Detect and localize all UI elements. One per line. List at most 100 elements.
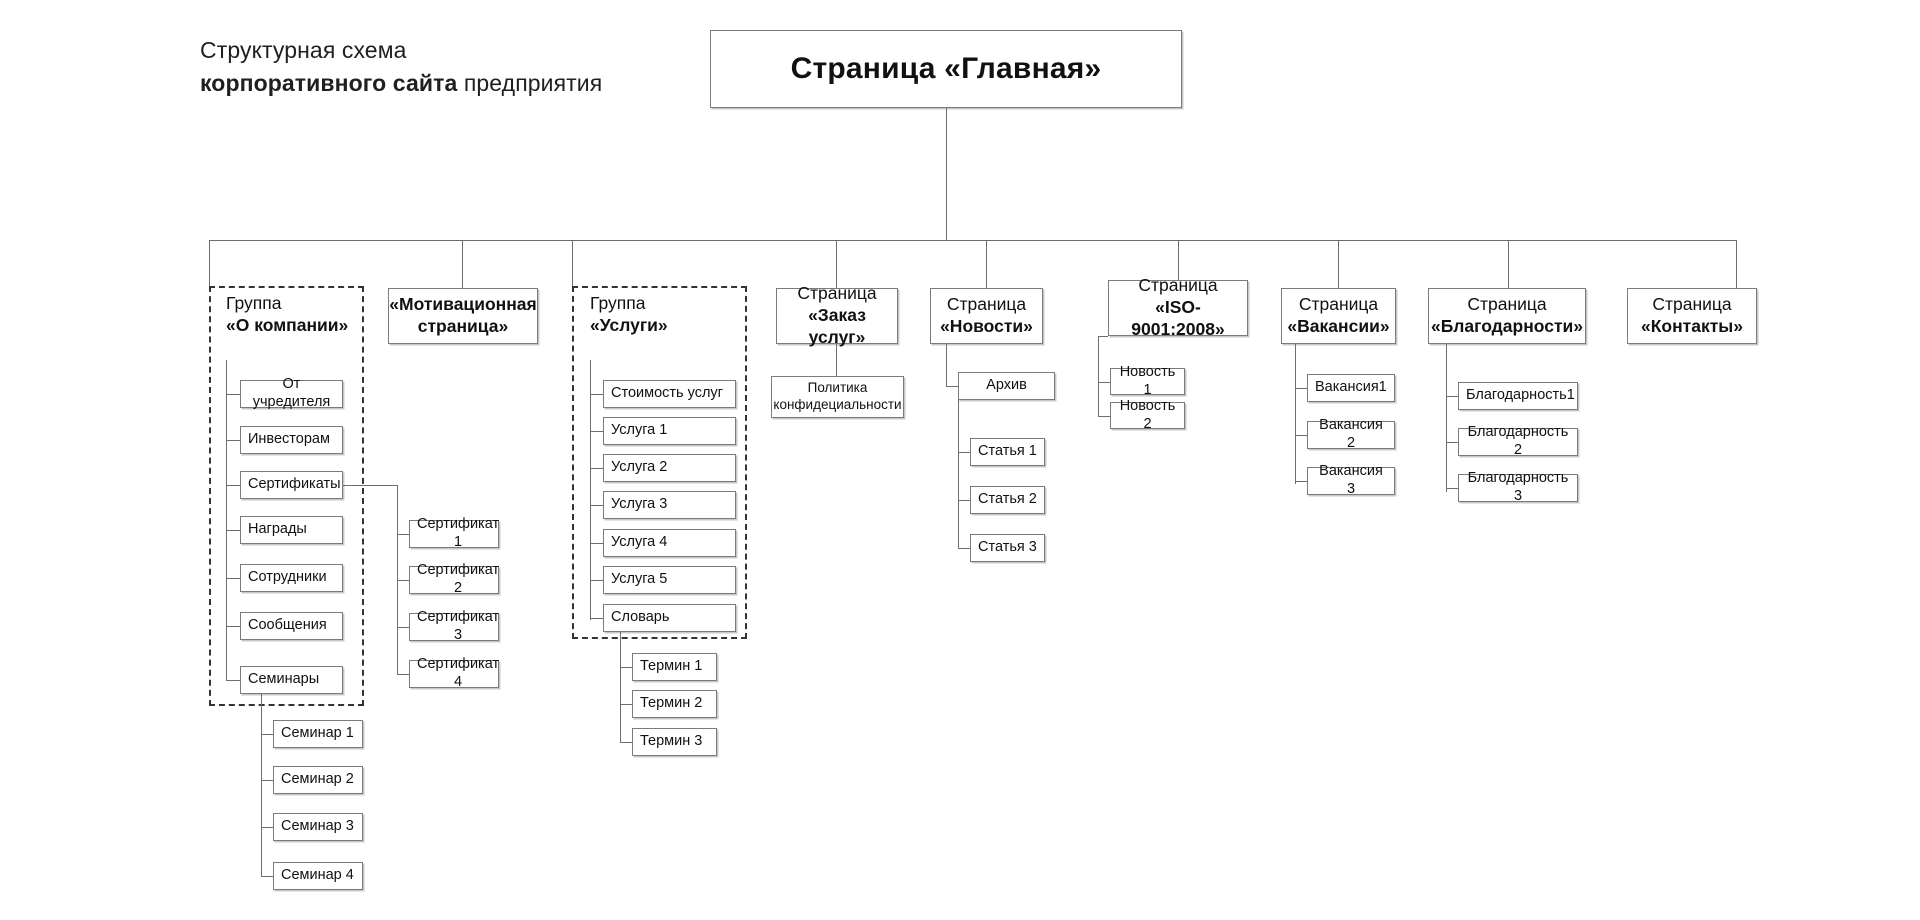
node-blagodarnost-2[interactable]: Благодарность 2 <box>1458 424 1578 458</box>
node-usluga-4[interactable]: Услуга 4 <box>603 529 736 557</box>
node-soobshcheniya[interactable]: Сообщения <box>240 612 343 640</box>
node-motivacionnaya-stranica[interactable]: «Мотивационная страница» <box>388 288 538 344</box>
node-seminar-2[interactable]: Семинар 2 <box>273 766 363 794</box>
node-usluga-1[interactable]: Услуга 1 <box>603 417 736 445</box>
node-stoimost-uslug-label: Стоимость услуг <box>611 385 723 402</box>
stub-blagodarnost-1 <box>1446 396 1458 397</box>
stub-usluga-5 <box>590 580 603 581</box>
diagram-title-line2: корпоративного сайта предприятия <box>200 67 640 100</box>
stub-seminar-3 <box>261 827 273 828</box>
node-vakansiya-2-label: Вакансия 2 <box>1319 417 1383 451</box>
node-seminar-4[interactable]: Семинар 4 <box>273 862 363 890</box>
stub-statya-2 <box>958 500 970 501</box>
group-container-o-kompanii <box>209 286 364 706</box>
node-kontakty-line2: «Контакты» <box>1641 316 1743 336</box>
node-blagodarnosti[interactable]: Страница «Благодарности» <box>1428 288 1586 344</box>
node-novost-2[interactable]: Новость 2 <box>1110 398 1185 432</box>
node-iso-line1: Страница <box>1138 275 1218 296</box>
node-statya-2[interactable]: Статья 2 <box>970 486 1045 514</box>
node-novosti[interactable]: Страница «Новости» <box>930 288 1043 344</box>
node-investoram[interactable]: Инвесторам <box>240 426 343 454</box>
node-sertifikat-3-label: Сертификат 3 <box>417 609 500 643</box>
node-ot-uchreditelya[interactable]: От учредителя <box>240 376 343 410</box>
stub-usluga-4 <box>590 543 603 544</box>
node-slovar[interactable]: Словарь <box>603 604 736 632</box>
node-seminar-3[interactable]: Семинар 3 <box>273 813 363 841</box>
node-kontakty-line1: Страница <box>1652 294 1732 315</box>
stub-vakansiya-3 <box>1295 481 1307 482</box>
group-label-o-kompanii-line1: Группа <box>226 293 282 313</box>
group-label-uslugi: Группа «Услуги» <box>590 293 740 337</box>
spine-uslugi <box>590 360 591 620</box>
stub-usluga-3 <box>590 505 603 506</box>
node-usluga-2[interactable]: Услуга 2 <box>603 454 736 482</box>
node-sertifikaty[interactable]: Сертификаты <box>240 471 343 499</box>
root-node-glavnaya[interactable]: Страница «Главная» <box>710 30 1182 108</box>
node-seminar-1[interactable]: Семинар 1 <box>273 720 363 748</box>
node-blagodarnost-3-label: Благодарность 3 <box>1467 470 1569 504</box>
node-statya-3[interactable]: Статья 3 <box>970 534 1045 562</box>
node-sertifikat-2[interactable]: Сертификат 2 <box>409 562 499 596</box>
node-usluga-4-label: Услуга 4 <box>611 534 668 551</box>
node-sertifikat-4-label: Сертификат 4 <box>417 656 500 690</box>
node-termin-3[interactable]: Термин 3 <box>632 728 717 756</box>
node-novost-1[interactable]: Новость 1 <box>1110 364 1185 398</box>
stub-blagodarnost-3 <box>1446 488 1458 489</box>
node-stoimost-uslug[interactable]: Стоимость услуг <box>603 380 736 408</box>
group-label-o-kompanii: Группа «О компании» <box>226 293 356 337</box>
spine-blagodarnosti <box>1446 344 1447 492</box>
node-statya-3-label: Статья 3 <box>978 539 1037 556</box>
stub-vakansiya-2 <box>1295 435 1307 436</box>
node-sertifikat-4[interactable]: Сертификат 4 <box>409 656 499 690</box>
node-politika-konfidencialnosti[interactable]: Политика конфидециальности <box>771 376 904 418</box>
connector-zakaz-uslug-politika <box>836 344 837 376</box>
node-vakansiya-2[interactable]: Вакансия 2 <box>1307 417 1395 451</box>
node-seminary-label: Семинары <box>248 671 320 688</box>
stub-seminar-4 <box>261 876 273 877</box>
stub-novost-2 <box>1098 416 1110 417</box>
stub-sertifikat-3 <box>397 627 409 628</box>
group-label-uslugi-line1: Группа <box>590 293 646 313</box>
node-vakansii[interactable]: Страница «Вакансии» <box>1281 288 1396 344</box>
node-investoram-label: Инвесторам <box>248 431 330 448</box>
node-slovar-label: Словарь <box>611 609 670 626</box>
node-arhiv[interactable]: Архив <box>958 372 1055 400</box>
node-blagodarnosti-line1: Страница <box>1467 294 1547 315</box>
node-iso-9001[interactable]: Страница «ISO-9001:2008» <box>1108 275 1248 339</box>
diagram-title: Структурная схема корпоративного сайта п… <box>200 34 640 99</box>
node-kontakty[interactable]: Страница «Контакты» <box>1627 288 1757 344</box>
spine-seminary <box>261 694 262 876</box>
node-vakansii-line1: Страница <box>1298 294 1379 315</box>
stub-statya-1 <box>958 452 970 453</box>
node-statya-1[interactable]: Статья 1 <box>970 438 1045 466</box>
node-seminary[interactable]: Семинары <box>240 666 343 694</box>
spine-slovar <box>620 632 621 742</box>
node-termin-1[interactable]: Термин 1 <box>632 653 717 681</box>
node-usluga-5[interactable]: Услуга 5 <box>603 566 736 594</box>
node-sertifikat-1[interactable]: Сертификат 1 <box>409 516 499 550</box>
stub-sertifikat-1 <box>397 534 409 535</box>
node-termin-2-label: Термин 2 <box>640 695 703 712</box>
stub-investoram <box>226 440 240 441</box>
stub-usluga-1 <box>590 431 603 432</box>
node-vakansiya-3[interactable]: Вакансия 3 <box>1307 463 1395 497</box>
drop-line-uslugi <box>572 240 573 286</box>
node-sertifikaty-label: Сертификаты <box>248 476 341 493</box>
node-blagodarnost-3[interactable]: Благодарность 3 <box>1458 470 1578 504</box>
node-blagodarnost-1[interactable]: Благодарность1 <box>1458 382 1578 410</box>
node-sotrudniki[interactable]: Сотрудники <box>240 564 343 592</box>
node-sertifikat-3[interactable]: Сертификат 3 <box>409 609 499 643</box>
node-zakaz-uslug[interactable]: Страница «Заказ услуг» <box>776 283 898 347</box>
connector-novosti-arhiv <box>946 344 947 386</box>
node-vakansii-line2: «Вакансии» <box>1287 316 1390 336</box>
node-nagrady[interactable]: Награды <box>240 516 343 544</box>
stub-seminar-2 <box>261 780 273 781</box>
node-usluga-3[interactable]: Услуга 3 <box>603 491 736 519</box>
group-label-uslugi-line2: «Услуги» <box>590 314 668 335</box>
node-vakansiya-1[interactable]: Вакансия1 <box>1307 374 1395 402</box>
connector-sertifikaty-out <box>343 485 397 486</box>
node-blagodarnost-2-label: Благодарность 2 <box>1467 424 1569 458</box>
drop-line-zakaz-uslug <box>836 240 837 288</box>
node-termin-2[interactable]: Термин 2 <box>632 690 717 718</box>
node-ot-uchreditelya-label: От учредителя <box>252 376 331 410</box>
